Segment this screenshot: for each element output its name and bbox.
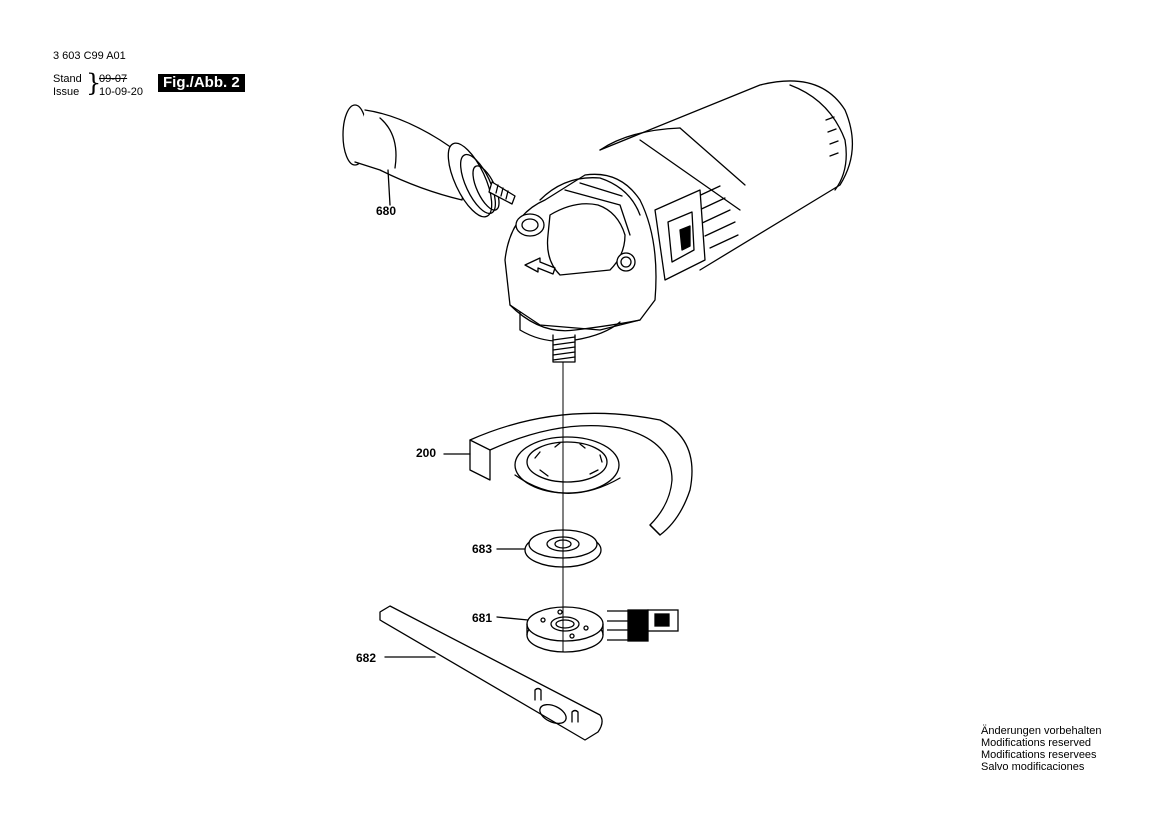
note-de: Änderungen vorbehalten	[981, 725, 1102, 737]
stand-date: 09-07	[99, 73, 128, 85]
issue-date: 10-09-20	[99, 86, 144, 98]
part-label-683: 683	[472, 542, 493, 556]
brace-glyph: }	[86, 69, 102, 97]
note-fr: Modifications reservees	[981, 749, 1097, 761]
part-label-681: 681	[472, 611, 493, 625]
side-handle-drawing	[342, 104, 516, 218]
note-en: Modifications reserved	[981, 737, 1092, 749]
part-label-200: 200	[416, 446, 437, 460]
stand-label: Stand	[53, 73, 82, 85]
clamping-nut-drawing	[526, 606, 604, 653]
issue-label: Issue	[53, 86, 80, 98]
figure-label: Fig./Abb. 2	[158, 74, 245, 92]
grinder-body	[504, 80, 854, 363]
nut-orientation-symbol	[607, 609, 679, 642]
guard-drawing	[469, 412, 693, 536]
spanner-drawing	[379, 605, 603, 741]
document-number: 3 603 C99 A01	[53, 50, 126, 62]
part-label-682: 682	[356, 651, 377, 665]
part-label-680: 680	[376, 204, 397, 218]
leader-681	[496, 616, 529, 621]
modification-notes: Änderungen vorbehalten Modifications res…	[981, 725, 1101, 773]
note-es: Salvo modificaciones	[981, 761, 1085, 773]
leader-680	[387, 169, 391, 206]
